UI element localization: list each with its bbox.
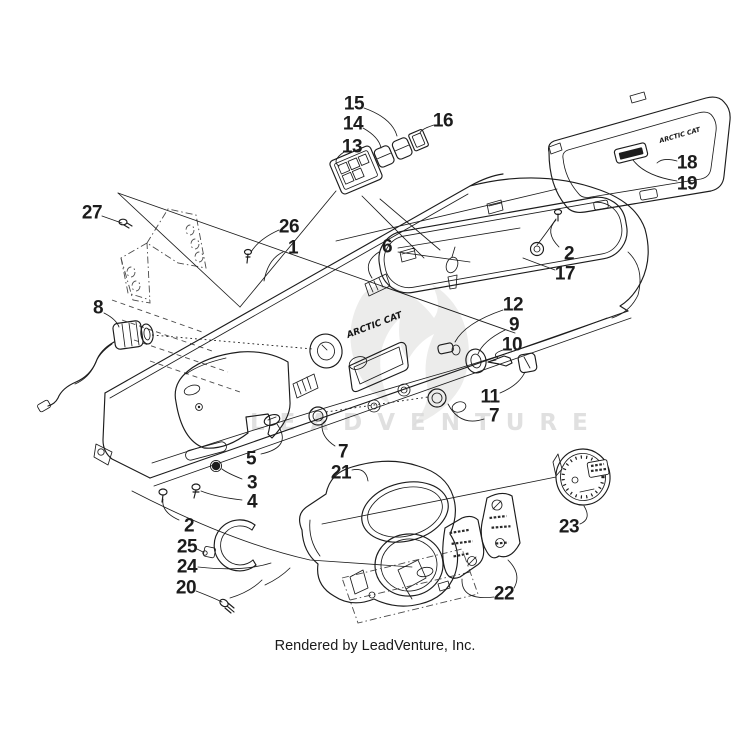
- callout-7a: 7: [338, 442, 348, 463]
- part-decal-right: [480, 492, 521, 559]
- decal-stripe-lower: [292, 373, 319, 399]
- callout-18: 18: [677, 153, 697, 174]
- part-switch-plug-16: [408, 129, 429, 152]
- callout-4: 4: [247, 492, 258, 513]
- callout-1: 1: [288, 238, 299, 259]
- callout-17: 17: [555, 264, 575, 285]
- phantom-console-bracket: [229, 548, 479, 624]
- part-power-outlet: [37, 320, 154, 413]
- door-brand-logo: ARCTIC CAT: [657, 125, 701, 145]
- pointer-triangle: [117, 192, 516, 334]
- callout-24: 24: [177, 557, 198, 578]
- part-gauge: [552, 448, 611, 506]
- callout-27: 27: [82, 203, 102, 224]
- callout-labels: 1 2 2 3 4 5 6 7 7 8 9 10 11 12 13 14 15 …: [82, 94, 698, 605]
- callout-6: 6: [382, 237, 392, 258]
- callout-11: 11: [480, 387, 500, 408]
- part-decal-left: [442, 515, 485, 579]
- part-pod-bezel: [298, 460, 459, 607]
- screw-20: [219, 598, 235, 614]
- part-grommet-9: [465, 348, 487, 374]
- part-switch-15: [391, 137, 413, 160]
- callout-5: 5: [246, 449, 257, 470]
- callout-23: 23: [559, 517, 579, 538]
- part-switch-housing: [329, 145, 383, 195]
- callout-13: 13: [342, 137, 362, 158]
- callout-25: 25: [177, 537, 198, 558]
- footer-credit: Rendered by LeadVenture, Inc.: [275, 638, 476, 654]
- part-pin-12: [437, 342, 461, 356]
- callout-15: 15: [344, 94, 365, 115]
- callout-9: 9: [509, 315, 519, 336]
- callout-16: 16: [433, 111, 453, 132]
- screw-2-left: [158, 488, 168, 503]
- part-knob-11: [517, 352, 538, 374]
- part-glovebox-trim: [378, 196, 628, 294]
- rivet-3: [209, 459, 223, 473]
- leadventure-flame-watermark-icon: [350, 284, 469, 426]
- callout-20: 20: [176, 578, 196, 599]
- part-dash-panel: [93, 173, 649, 487]
- callout-10: 10: [502, 335, 522, 356]
- callout-7b: 7: [489, 406, 499, 427]
- watermark-text: LEADVENTURE: [250, 410, 603, 436]
- callout-19: 19: [677, 174, 697, 195]
- callout-14: 14: [343, 114, 364, 135]
- part-glovebox-door: ARCTIC CAT: [547, 91, 731, 213]
- callout-3: 3: [247, 473, 257, 494]
- callout-leaders: [101, 107, 678, 603]
- part-key-10: [487, 355, 513, 367]
- callout-26: 26: [279, 217, 299, 238]
- callout-21: 21: [331, 463, 352, 484]
- callout-2b: 2: [184, 516, 194, 537]
- screw-27: [118, 218, 133, 229]
- screw-2-right: [536, 208, 563, 246]
- callout-22: 22: [494, 584, 514, 605]
- part-column-cover: [202, 519, 257, 572]
- phantom-bracket: [111, 208, 241, 393]
- callout-12: 12: [503, 295, 523, 316]
- screw-26: [243, 248, 253, 264]
- part-plug-7-left: [308, 406, 328, 426]
- alignment-lines: [131, 188, 558, 568]
- part-plug-7-right: [427, 388, 447, 408]
- callout-2a: 2: [564, 244, 574, 265]
- screw-4: [191, 483, 201, 499]
- callout-8: 8: [93, 298, 103, 319]
- part-switch-14: [373, 145, 395, 168]
